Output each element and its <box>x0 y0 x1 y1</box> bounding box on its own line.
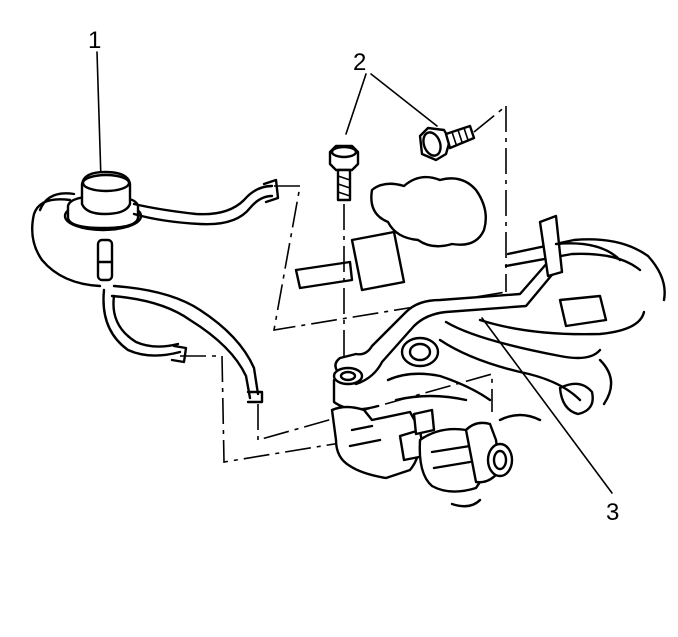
callout-2-label: 2 <box>353 49 366 76</box>
callout-3-label: 3 <box>606 499 619 526</box>
vacuum-regulator-valve <box>63 170 143 282</box>
mounting-bracket <box>332 260 558 411</box>
alignment-lines <box>180 105 507 463</box>
bolt-angled <box>418 124 476 162</box>
leader-lines <box>96 51 613 494</box>
engine-background <box>294 175 666 508</box>
bolt-vertical <box>328 144 360 202</box>
callout-1-label: 1 <box>88 27 101 54</box>
vacuum-hoses <box>31 178 280 404</box>
